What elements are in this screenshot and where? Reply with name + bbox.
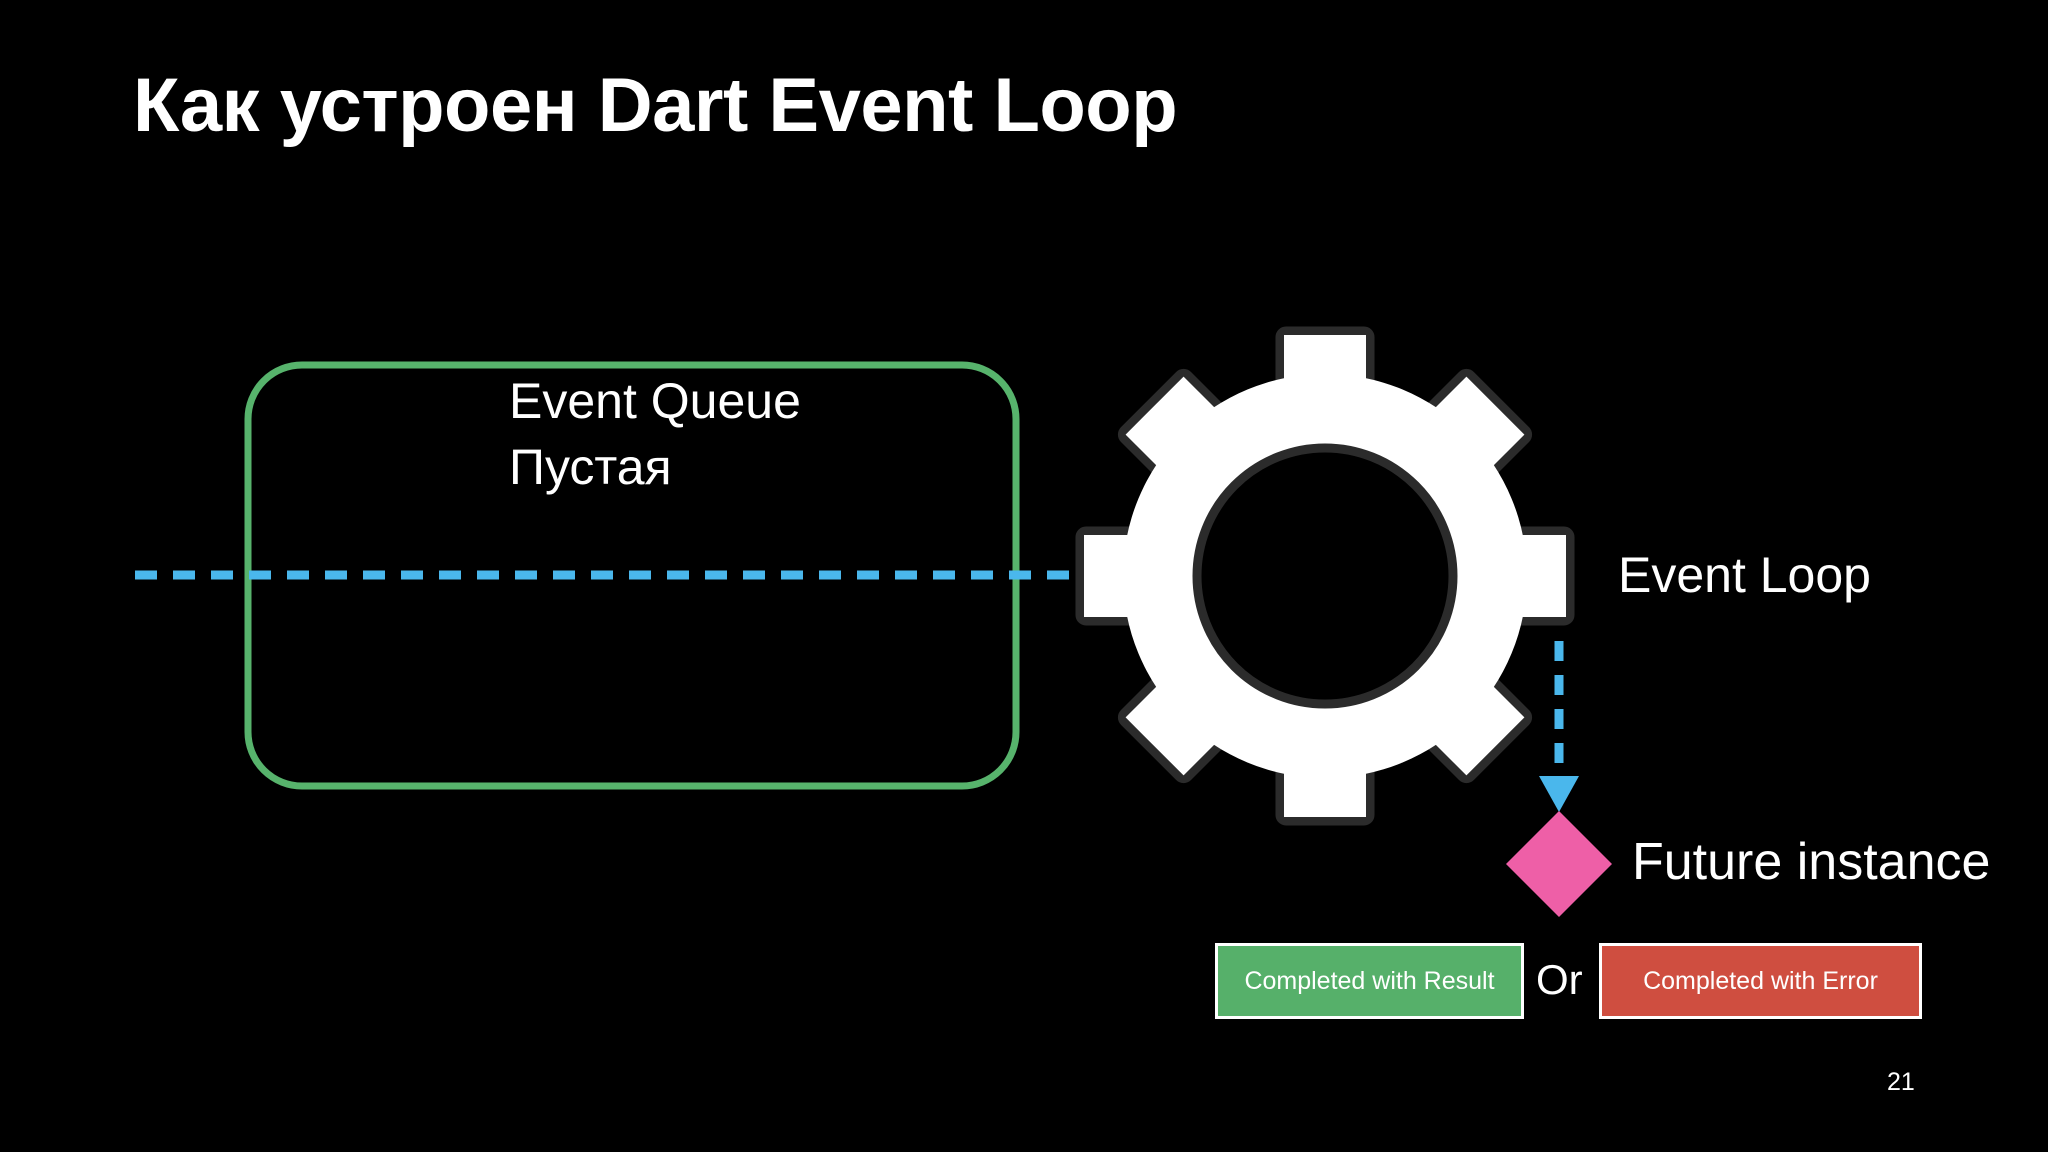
future-instance-label: Future instance <box>1632 833 1991 891</box>
event-queue-title: Event Queue <box>509 373 801 429</box>
or-label: Or <box>1536 956 1583 1003</box>
event-queue-label: Event Queue Пустая <box>509 368 801 500</box>
completed-with-result-box: Completed with Result <box>1215 943 1524 1019</box>
diamond-icon <box>1506 811 1612 917</box>
slide-title: Как устроен Dart Event Loop <box>133 63 1178 148</box>
gear-icon <box>1075 326 1575 826</box>
page-number: 21 <box>1887 1068 1915 1096</box>
completed-with-error-label: Completed with Error <box>1643 966 1878 995</box>
completed-with-result-label: Completed with Result <box>1244 966 1495 995</box>
event-queue-status: Пустая <box>509 439 672 495</box>
event-loop-label: Event Loop <box>1618 547 1871 603</box>
future-arrowhead <box>1539 776 1579 812</box>
completed-with-error-box: Completed with Error <box>1599 943 1922 1019</box>
